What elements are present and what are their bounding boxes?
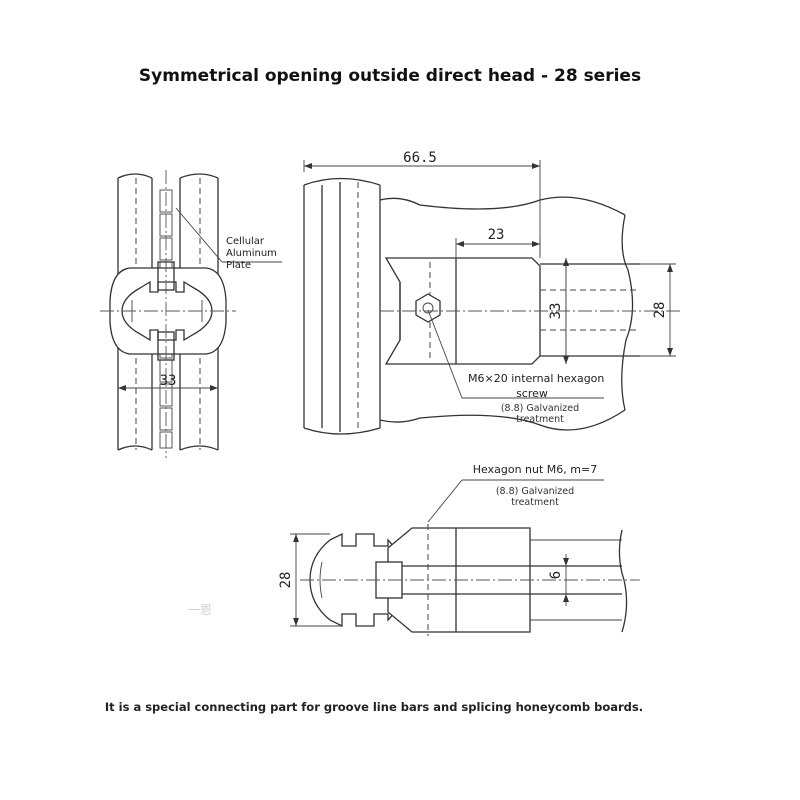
bottom-tube-inner-1 bbox=[319, 561, 323, 599]
top-right-view: 66.5 23 33 28 M6×20 internal hexagon scr… bbox=[303, 150, 680, 435]
dim-left-width: 33 bbox=[160, 373, 177, 389]
screw-label-4: treatment bbox=[516, 414, 564, 425]
dim-left-arrow-1 bbox=[118, 385, 126, 391]
dim-head-length: 23 bbox=[488, 227, 505, 243]
dim-66-arrow-1 bbox=[304, 163, 312, 169]
dim-tube-dia-bottom: 28 bbox=[278, 572, 294, 589]
dim-23-arrow-2 bbox=[532, 241, 540, 247]
cellular-label-2: Aluminum bbox=[226, 248, 277, 259]
left-bar-bottom-wave-1 bbox=[117, 445, 153, 451]
dim-top-length: 66.5 bbox=[403, 150, 437, 166]
dim-66-arrow-2 bbox=[532, 163, 540, 169]
dim-23-arrow-1 bbox=[456, 241, 464, 247]
nut-label-3: treatment bbox=[511, 497, 559, 508]
cellular-label-3: Plate bbox=[226, 260, 251, 271]
tr-tube-bottom-edge bbox=[379, 409, 626, 431]
left-bar-top-wave-2 bbox=[179, 173, 219, 179]
dim-28a-arrow-2 bbox=[667, 348, 673, 356]
tr-tube-top-edge bbox=[379, 196, 626, 216]
nut-label-1: Hexagon nut M6, m=7 bbox=[473, 463, 597, 476]
dim-28b-arrow-1 bbox=[293, 534, 299, 542]
left-view: 33 Cellular Aluminum Plate bbox=[100, 170, 282, 458]
nut-leader-2 bbox=[427, 479, 463, 523]
screw-leader-1 bbox=[427, 309, 463, 399]
page-title: Symmetrical opening outside direct head … bbox=[139, 66, 641, 86]
dim-33v-arrow-1 bbox=[563, 258, 569, 266]
tr-bar-bottom-wave bbox=[303, 427, 381, 435]
dim-6-arrow-1 bbox=[563, 558, 569, 566]
dim-6-arrow-2 bbox=[563, 594, 569, 602]
watermark: 一恩 bbox=[188, 603, 212, 617]
cellular-leader-1 bbox=[175, 207, 223, 263]
nut-label-2: (8.8) Galvanized bbox=[496, 486, 574, 497]
tr-tube-break bbox=[621, 214, 634, 411]
hex-screw-hole bbox=[422, 302, 434, 314]
tr-bar-top-wave bbox=[303, 177, 381, 186]
dim-33v-arrow-2 bbox=[563, 356, 569, 364]
dim-head-height: 33 bbox=[548, 303, 564, 320]
bottom-view: Hexagon nut M6, m=7 (8.8) Galvanized tre… bbox=[188, 463, 640, 636]
screw-label-1: M6×20 internal hexagon bbox=[468, 372, 604, 385]
bottom-rod-break bbox=[618, 529, 628, 633]
dim-28b-arrow-2 bbox=[293, 618, 299, 626]
cellular-label-1: Cellular bbox=[226, 236, 265, 247]
screw-label-2: screw bbox=[516, 387, 548, 400]
dim-tube-dia-top: 28 bbox=[652, 302, 668, 319]
hex-screw-icon bbox=[415, 293, 441, 323]
dim-nut-height: 6 bbox=[548, 571, 564, 579]
dim-left-arrow-2 bbox=[210, 385, 218, 391]
screw-label-3: (8.8) Galvanized bbox=[501, 403, 579, 414]
left-bar-top-wave-1 bbox=[117, 173, 153, 179]
left-bar-bottom-wave-2 bbox=[179, 445, 219, 451]
dim-28a-arrow-1 bbox=[667, 264, 673, 272]
caption: It is a special connecting part for groo… bbox=[105, 700, 643, 714]
